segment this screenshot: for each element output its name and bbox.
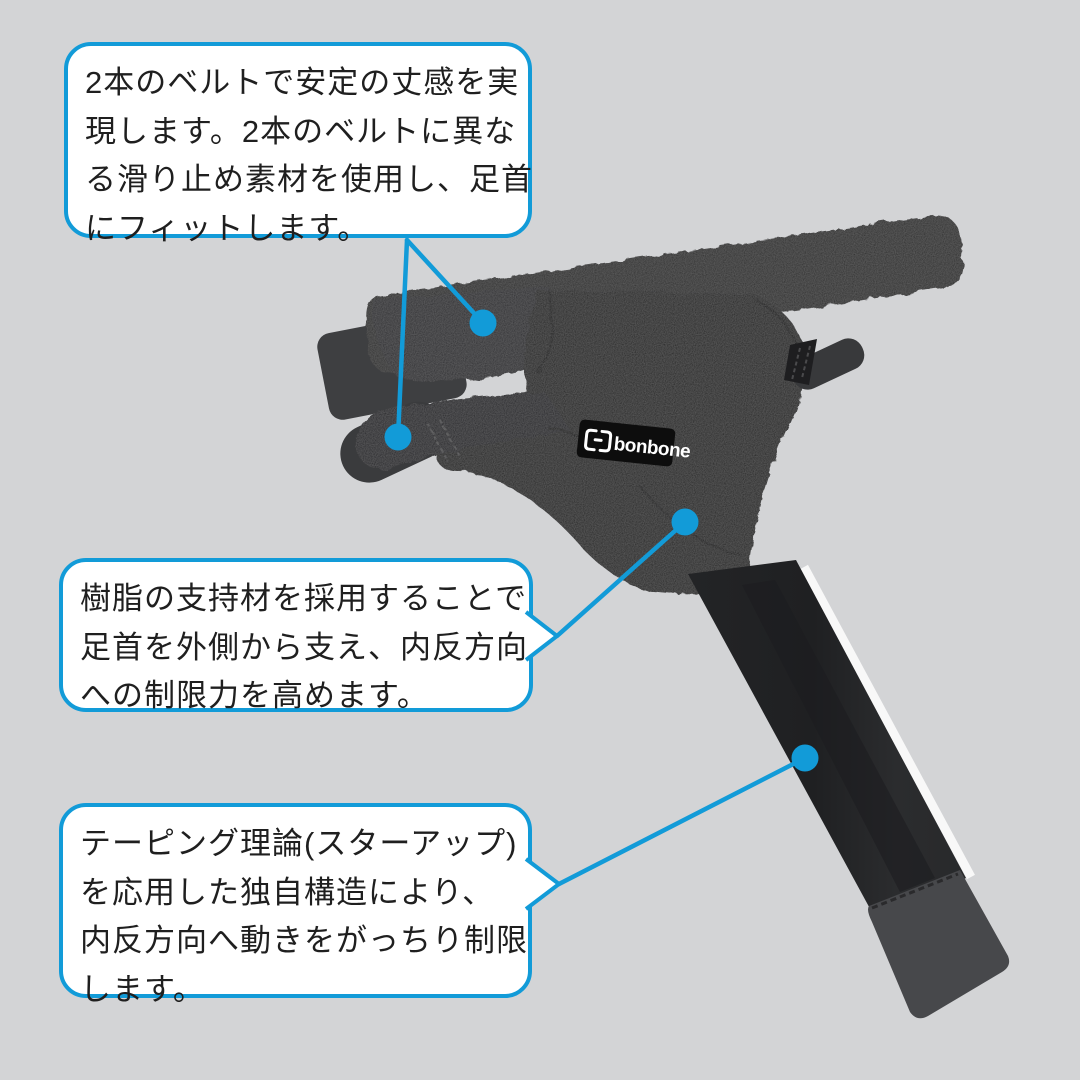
strap-tip-cap [868,870,1010,1019]
callout-text-line: にフィットします。 [85,210,370,246]
side-tab [784,338,865,390]
strap-dot [791,744,819,772]
callout-text-line: 足首を外側から支え、内反方向 [80,629,528,665]
callout-text-line: 内反方向へ動きをがっちり制限 [80,923,528,958]
callout-text-line: します。 [80,971,205,1007]
upper-belt-dot [469,309,497,337]
callout-taping-theory: テーピング理論(スターアップ) を応用した独自構造により、 内反方向へ動きをがっ… [59,803,532,1007]
callout-text-line: テーピング理論(スターアップ) [80,826,518,861]
callout-text-line: る滑り止め素材を使用し、足首 [85,162,533,197]
leader-line-strap [556,755,808,887]
brand-logo-icon [584,428,613,453]
callout-two-belts: 2本のベルトで安定の丈感を実 現します。2本のベルトに異な る滑り止め素材を使用… [64,42,533,246]
callout-text-line: 現します。2本のベルトに異な [85,113,517,149]
brand-label: bonbone [576,419,691,467]
bottom-strap [688,560,1010,1019]
cap-stitch [871,872,959,910]
leader-line-lower-belt [395,237,410,440]
leader-line-upper-belt [404,237,486,326]
callout-resin-support: 樹脂の支持材を採用することで 足首を外側から支え、内反方向 への制限力を高めます… [59,558,533,713]
callout-text-line: への制限力を高めます。 [80,678,429,713]
callout-text-line: 2本のベルトで安定の丈感を実 [85,65,520,100]
leader-line-body [554,519,688,639]
callout-text-line: を応用した独自構造により、 [80,874,495,910]
body-side-dot [671,508,699,536]
leader-lines [395,237,808,887]
marker-dots [384,309,819,772]
lower-belt-dot [384,423,412,451]
thumb-strap [355,392,572,471]
brace-body [355,215,964,595]
strap-edge-highlight [800,564,975,880]
stitching [427,419,461,463]
callout-text-line: 樹脂の支持材を採用することで [80,581,528,616]
velcro-patch [371,286,554,381]
